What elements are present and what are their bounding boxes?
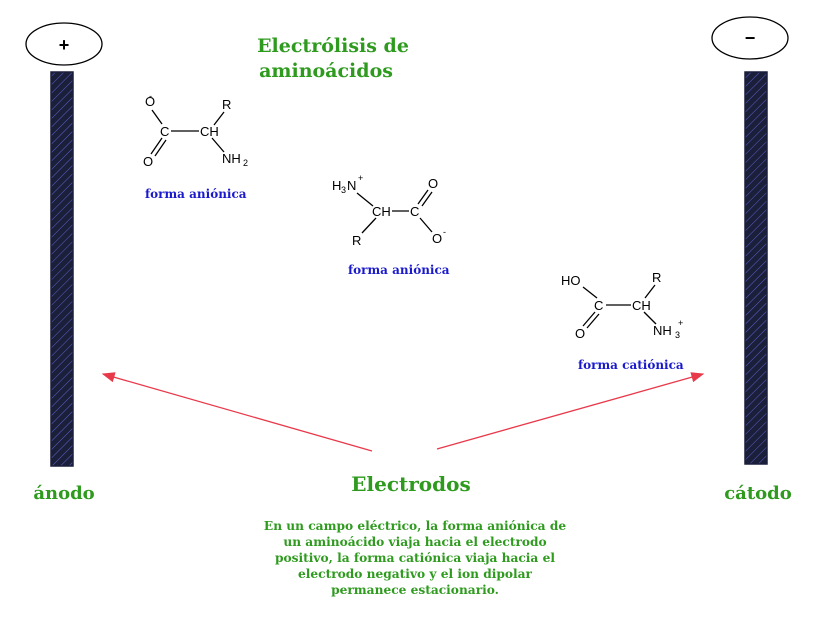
- cathode-electrode-bar: [744, 71, 768, 465]
- cathode-sign-circle: [711, 16, 789, 60]
- molecule-1: O - R C CH O NH 2 forma aniónica: [143, 91, 248, 201]
- mol3-bond: [582, 286, 598, 299]
- arrow-to-anode: [101, 372, 373, 452]
- mol1-bond: [151, 109, 163, 125]
- mol3-sub-3: 3: [675, 330, 680, 340]
- cathode-label: cátodo: [724, 483, 792, 504]
- mol2-charge-minus: -: [443, 227, 446, 237]
- mol2-bond: [421, 191, 433, 207]
- mol2-atom-ch: CH: [372, 204, 391, 219]
- mol1-atom-nh: NH: [222, 151, 241, 166]
- explanation-note: En un campo eléctrico, la forma aniónica…: [220, 518, 610, 598]
- mol2-bond: [417, 189, 429, 205]
- mol1-atom-ch: CH: [200, 124, 219, 139]
- mol1-atom-o2: O: [143, 154, 153, 169]
- note-line: positivo, la forma catiónica viaja hacia…: [275, 551, 555, 565]
- mol2-atom-o1: O: [428, 176, 438, 191]
- mol2-charge-plus: +: [358, 173, 363, 183]
- mol2-atom-n: N: [347, 178, 356, 193]
- mol1-bond: [211, 137, 225, 153]
- anode-sign-circle: [25, 22, 103, 66]
- mol1-atom-o: O: [145, 94, 155, 109]
- mol3-atom-r: R: [652, 270, 661, 285]
- mol3-atom-c: C: [594, 298, 603, 313]
- anode-label: ánodo: [33, 483, 94, 504]
- note-line: permanece estacionario.: [331, 583, 499, 597]
- note-line: electrodo negativo y el ion dipolar: [298, 567, 532, 581]
- mol3-atom-nh: NH: [653, 323, 672, 338]
- mol3-atom-ho: HO: [561, 273, 581, 288]
- mol2-atom-c: C: [410, 204, 419, 219]
- note-line: En un campo eléctrico, la forma aniónica…: [263, 519, 567, 533]
- mol2-atom-h: H: [332, 178, 341, 193]
- arrow-to-cathode: [436, 372, 705, 450]
- title-line-2: aminoácidos: [259, 60, 393, 82]
- mol1-bond: [154, 139, 167, 157]
- mol3-bond: [586, 313, 600, 329]
- mol3-charge-plus: +: [678, 318, 683, 328]
- molecule-2: H 3 N + CH C O R O - forma aniónica: [332, 173, 450, 277]
- mol3-atom-ch: CH: [632, 298, 651, 313]
- anode-sign: +: [59, 35, 70, 55]
- molecule-1-form-label: forma aniónica: [145, 187, 247, 201]
- note-line: un aminoácido viaja hacia el electrodo: [283, 535, 547, 549]
- mol3-bond: [643, 311, 657, 325]
- mol2-sub-3: 3: [341, 185, 346, 195]
- molecule-2-form-label: forma aniónica: [348, 263, 450, 277]
- mol1-bond: [150, 137, 163, 155]
- mol1-charge: -: [149, 91, 152, 101]
- mol2-atom-r: R: [352, 233, 361, 248]
- cathode: − cátodo: [711, 16, 792, 504]
- mol2-bond: [356, 192, 374, 207]
- title-line-1: Electrólisis de: [257, 35, 409, 57]
- mol3-atom-o: O: [575, 326, 585, 341]
- molecule-3: R HO C CH O NH 3 + forma catiónica: [561, 270, 684, 372]
- electrodes-label: Electrodos: [351, 472, 470, 496]
- mol3-bond: [644, 284, 656, 299]
- mol2-bond: [419, 217, 433, 233]
- mol3-bond: [582, 311, 596, 327]
- mol2-bond: [361, 217, 377, 234]
- mol1-bond: [213, 111, 225, 126]
- molecule-3-form-label: forma catiónica: [578, 358, 684, 372]
- mol1-atom-c: C: [160, 124, 169, 139]
- mol1-sub-2: 2: [243, 158, 248, 168]
- mol1-atom-r: R: [222, 97, 231, 112]
- cathode-sign: −: [745, 28, 756, 48]
- anode: + ánodo: [25, 22, 103, 504]
- anode-electrode-bar: [50, 71, 74, 467]
- mol2-atom-o2: O: [432, 231, 442, 246]
